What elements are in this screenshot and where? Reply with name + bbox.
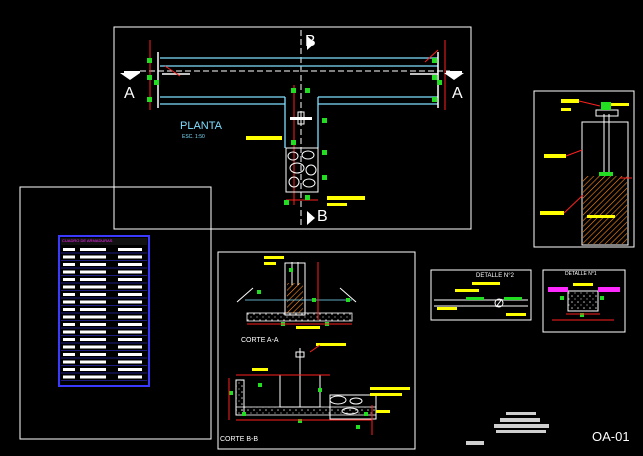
table-cell <box>118 330 142 334</box>
section-aa-drawing <box>236 256 357 346</box>
table-cell <box>80 330 106 334</box>
table-cell <box>118 270 142 274</box>
table-cell <box>118 255 142 259</box>
table-cell <box>118 285 142 289</box>
section-a-label-left: A <box>124 85 135 102</box>
table-cell <box>80 255 106 259</box>
table-cell <box>80 248 106 251</box>
detail-1-title: DETALLE N°1 <box>565 271 597 277</box>
table-cell <box>63 248 75 251</box>
table-cell <box>63 300 75 304</box>
table-cell <box>118 323 142 326</box>
table-cell <box>63 263 75 266</box>
table-cell <box>80 263 106 266</box>
table-cell <box>118 353 142 356</box>
section-bb-title: CORTE B-B <box>220 436 258 443</box>
section-aa-title: CORTE A-A <box>241 337 279 344</box>
table-cell <box>63 345 75 349</box>
section-a-arrows <box>120 71 464 80</box>
table-cell <box>80 315 106 319</box>
table-cell <box>80 345 106 349</box>
table-cell <box>80 375 106 379</box>
table-cell <box>80 360 106 364</box>
table-cell <box>63 293 75 296</box>
table-cell <box>80 270 106 274</box>
table-cell <box>118 293 142 296</box>
elevation-detail <box>533 90 635 248</box>
section-b-arrow-top <box>307 36 315 50</box>
table-cell <box>118 263 142 266</box>
table-cell <box>80 368 106 371</box>
table-cell <box>63 308 75 311</box>
plan-frame <box>113 26 472 230</box>
table-cell <box>118 248 142 251</box>
table-cell <box>118 278 142 281</box>
table-cell <box>118 300 142 304</box>
rebar-table-title: CUADRO DE ARMADURAS <box>62 238 113 243</box>
plan-nodes <box>147 58 442 205</box>
sheet-id: OA-01 <box>592 429 630 444</box>
table-cell <box>118 308 142 311</box>
table-cell <box>118 375 142 379</box>
table-cell <box>63 375 75 379</box>
table-cell <box>80 293 106 296</box>
title-block <box>466 412 549 445</box>
section-b-label-bottom: B <box>317 208 328 225</box>
sections-frame <box>217 251 416 450</box>
table-cell <box>118 338 142 341</box>
table-cell <box>63 315 75 319</box>
section-bb-drawing <box>228 344 410 435</box>
table-cell <box>80 278 106 281</box>
table-cell <box>63 353 75 356</box>
table-cell <box>63 255 75 259</box>
pipe-lines <box>160 57 438 148</box>
plan-view <box>113 26 472 230</box>
table-cell <box>118 315 142 319</box>
detail-2-title: DETALLE N°2 <box>476 273 514 279</box>
table-cell <box>63 285 75 289</box>
table-cell <box>118 360 142 364</box>
section-a-label-right: A <box>452 85 463 102</box>
section-b-arrow-bottom <box>307 211 315 225</box>
table-cell <box>118 345 142 349</box>
table-cell <box>80 308 106 311</box>
detail-1-frame <box>542 269 626 333</box>
table-cell <box>63 330 75 334</box>
valve-symbol <box>290 111 312 125</box>
table-cell <box>118 368 142 371</box>
table-cell <box>80 323 106 326</box>
table-cell <box>80 353 106 356</box>
table-cell <box>63 360 75 364</box>
table-cell <box>63 368 75 371</box>
table-cell <box>63 270 75 274</box>
table-cell <box>63 338 75 341</box>
table-cell <box>80 285 106 289</box>
table-cell <box>80 300 106 304</box>
plan-title: PLANTA <box>180 120 222 132</box>
table-cell <box>80 338 106 341</box>
stone-chamber <box>285 147 319 193</box>
rebar-table <box>19 186 212 440</box>
table-cell <box>63 278 75 281</box>
stone-b <box>329 395 363 415</box>
section-b-label-top: B <box>305 33 316 50</box>
plan-scale: ESC. 1:50 <box>182 134 205 140</box>
detail-2-frame <box>430 269 532 321</box>
table-cell <box>63 323 75 326</box>
